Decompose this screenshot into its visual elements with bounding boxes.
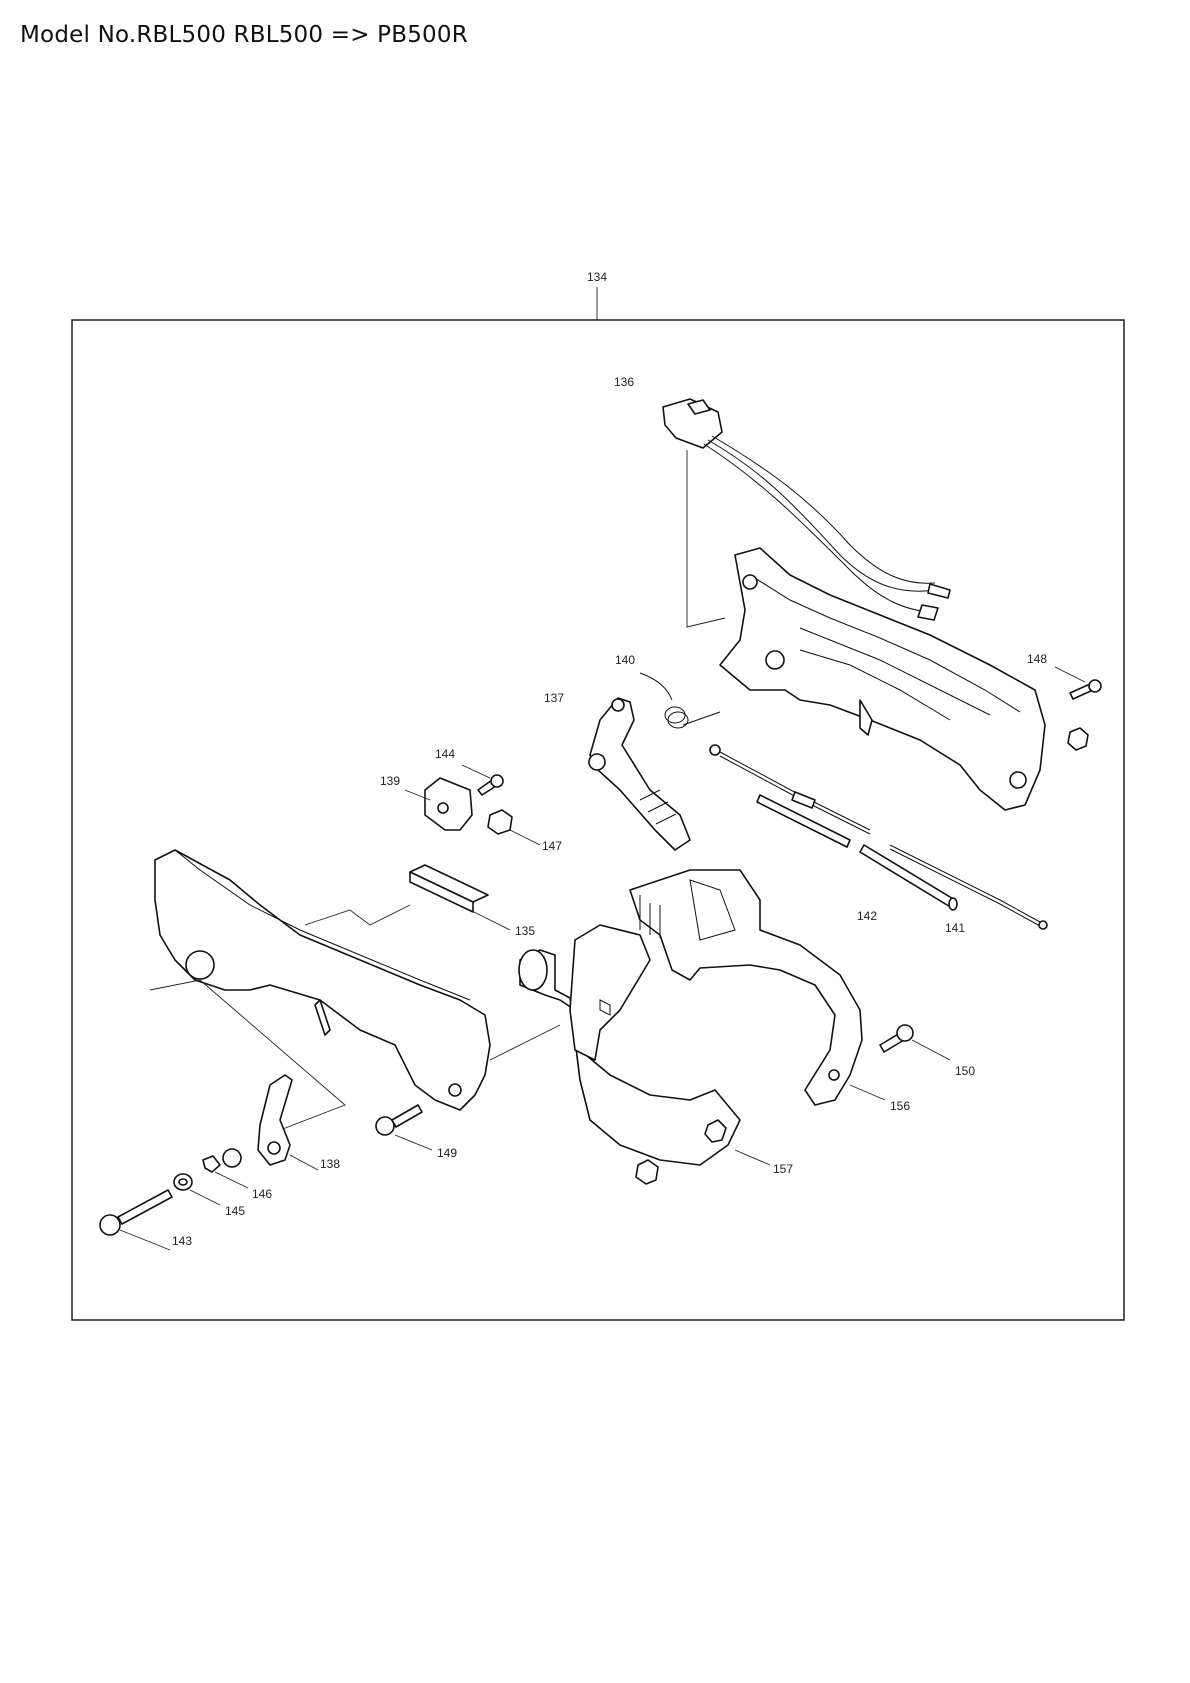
cable-141 xyxy=(709,744,1048,930)
callout-147: 147 xyxy=(542,839,562,853)
trigger-137 xyxy=(588,697,691,851)
callout-137: 137 xyxy=(544,691,564,705)
callout-148: 148 xyxy=(1027,652,1047,666)
callout-157: 157 xyxy=(773,1162,793,1176)
spring-washer-146 xyxy=(202,1155,249,1189)
callout-139: 139 xyxy=(380,774,400,788)
callout-145: 145 xyxy=(225,1204,245,1218)
page-title: Model No.RBL500 RBL500 => PB500R xyxy=(20,22,468,48)
assembly-frame xyxy=(71,319,1125,1321)
pad-135 xyxy=(409,864,511,931)
callout-150: 150 xyxy=(955,1064,975,1078)
lever-138 xyxy=(257,1074,319,1171)
bracket-139 xyxy=(404,777,473,831)
tube-142 xyxy=(756,794,958,911)
screw-149 xyxy=(375,1104,433,1151)
callout-156: 156 xyxy=(890,1099,910,1113)
callout-138: 138 xyxy=(320,1157,340,1171)
handle-half-left xyxy=(149,849,561,1131)
clamp-157 xyxy=(518,924,771,1166)
clamp-156 xyxy=(629,869,886,1106)
callout-149: 149 xyxy=(437,1146,457,1160)
washer-145 xyxy=(173,1173,221,1206)
callout-134: 134 xyxy=(587,270,607,284)
callout-146: 146 xyxy=(252,1187,272,1201)
nut-147 xyxy=(487,809,541,846)
callout-142: 142 xyxy=(857,909,877,923)
switch-136 xyxy=(662,398,951,628)
callout-141: 141 xyxy=(945,921,965,935)
callout-135: 135 xyxy=(515,924,535,938)
screw-144 xyxy=(461,764,504,796)
spring-140 xyxy=(639,672,721,729)
screw-148 xyxy=(1054,666,1102,700)
nut-157 xyxy=(635,1159,659,1185)
callout-144: 144 xyxy=(435,747,455,761)
washer-lever xyxy=(222,1148,242,1168)
callout-143: 143 xyxy=(172,1234,192,1248)
nut-right-handle xyxy=(1067,727,1089,751)
callout-136: 136 xyxy=(614,375,634,389)
screw-150 xyxy=(879,1024,951,1061)
handle-half-right xyxy=(719,547,1046,811)
callout-140: 140 xyxy=(615,653,635,667)
bolt-143 xyxy=(99,1189,173,1251)
